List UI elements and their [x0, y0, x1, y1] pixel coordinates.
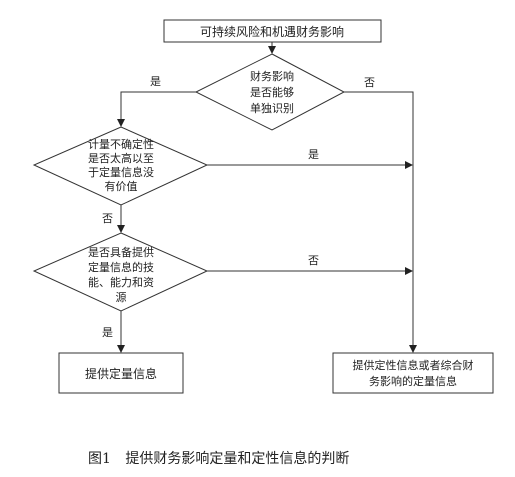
- result-box-right: [332, 352, 494, 394]
- edge-d1-yes: [117, 91, 196, 127]
- decision-3-line-4: 源: [116, 290, 127, 304]
- edge-d1-yes-label: 是: [150, 75, 161, 88]
- decision-3-line-1: 是否具备提供: [88, 245, 154, 259]
- decision-2-line-4: 有价值: [105, 179, 138, 193]
- decision-2-line-2: 是否太高以至: [88, 151, 154, 165]
- result-box-left: [58, 352, 184, 394]
- decision-3-line-3: 能、能力和资: [88, 275, 154, 289]
- decision-1-line-3: 单独识别: [250, 102, 294, 115]
- edge-d1-no: [344, 91, 417, 353]
- decision-2-line-3: 于定量信息没: [88, 165, 154, 179]
- figure-caption-text: 提供财务影响定量和定性信息的判断: [125, 451, 350, 467]
- result-box-left-label: 提供定量信息: [85, 366, 157, 381]
- decision-3-line-2: 定量信息的技: [88, 260, 154, 274]
- edge-d2-yes-label: 是: [308, 148, 319, 161]
- decision-2-line-1: 计量不确定性: [88, 137, 154, 151]
- edge-d2-no-label: 否: [102, 212, 113, 225]
- decision-1: [194, 53, 346, 131]
- edge-d1-no-label: 否: [364, 76, 375, 89]
- edge-d3-no-label: 否: [308, 254, 319, 267]
- result-box-right-line-1: 提供定性信息或者综合财: [353, 358, 474, 372]
- figure-number: 图1: [88, 451, 111, 467]
- figure-caption: 图1 提供财务影响定量和定性信息的判断: [88, 448, 349, 468]
- decision-1-line-2: 是否能够: [250, 85, 294, 99]
- top-box-label: 可持续风险和机遇财务影响: [200, 24, 344, 39]
- decision-1-line-1: 财务影响: [250, 69, 294, 83]
- result-box-right-line-2: 务影响的定量信息: [369, 374, 457, 388]
- edge-d3-yes-label: 是: [102, 326, 113, 339]
